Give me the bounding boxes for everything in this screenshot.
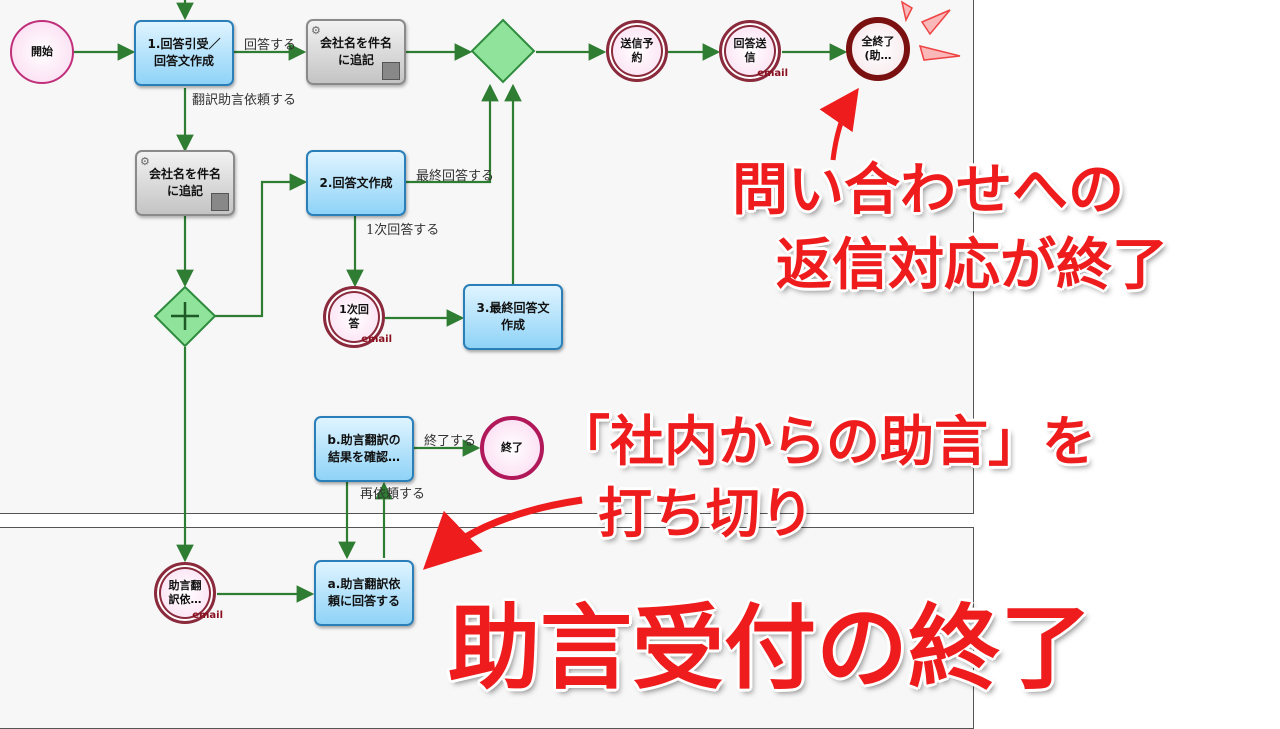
email-label: email: [361, 334, 392, 345]
calculator-icon: [211, 193, 229, 211]
annotation-arrow-cutoff: [422, 496, 583, 570]
advice-request-label: 助言翻 訳依…: [168, 579, 202, 606]
annotation-cutoff-line2: 打ち切り: [598, 482, 814, 545]
end-event[interactable]: 終了: [480, 416, 544, 480]
task-b-check-translation[interactable]: b.助言翻訳の 結果を確認…: [314, 416, 414, 482]
send-reply-event[interactable]: 回答送 信 email: [719, 20, 788, 82]
service-task-label: 会社名を件名 に追記: [319, 36, 392, 67]
flow-label-first-reply: 1次回答する: [366, 223, 440, 238]
annotation-advice-end: 助言受付の終了: [448, 595, 1093, 702]
task-a-answer-translation[interactable]: a.助言翻訳依 頼に回答する: [314, 560, 414, 626]
start-event[interactable]: 開始: [10, 20, 74, 84]
annotation-reply-done-line2: 返信対応が終了: [776, 233, 1168, 298]
service-task-label: 会社名を件名 に追記: [148, 167, 221, 198]
flow-gw2-task2: [215, 173, 308, 318]
first-reply-event[interactable]: 1次回 答 email: [323, 286, 392, 348]
first-reply-label: 1次回 答: [339, 303, 369, 330]
flow-label-final-reply: 最終回答する: [416, 169, 495, 184]
annotation-reply-done-line1: 問い合わせへの: [732, 158, 1124, 223]
flow-task2-gw1: [405, 83, 499, 184]
flow-label-reply: 回答する: [244, 38, 297, 53]
flow-label-re-request: 再依頼する: [360, 487, 426, 502]
task-1-reply-draft[interactable]: 1.回答引受／ 回答文作成: [134, 20, 234, 86]
annotation-arrow-end: [819, 87, 859, 161]
burst-icon: [900, 0, 961, 61]
gear-icon: ⚙: [311, 24, 321, 37]
advice-request-event[interactable]: 助言翻 訳依… email: [154, 562, 223, 624]
flow-label-translate-request: 翻訳助言依頼する: [192, 93, 297, 108]
email-label: email: [757, 68, 788, 79]
gear-icon: ⚙: [140, 155, 150, 168]
task-2-reply-draft[interactable]: 2.回答文作成: [306, 150, 406, 216]
send-schedule-event[interactable]: 送信予 約: [606, 20, 668, 82]
flow-label-finish: 終了する: [424, 434, 477, 449]
calculator-icon: [382, 62, 400, 80]
service-task-add-company-1[interactable]: ⚙ 会社名を件名 に追記: [306, 19, 406, 85]
gateway-parallel: [153, 285, 217, 348]
send-reply-label: 回答送 信: [733, 37, 767, 64]
email-label: email: [192, 610, 223, 621]
task-3-final-reply[interactable]: 3.最終回答文 作成: [463, 284, 563, 350]
swimlane-bottom: [0, 527, 974, 729]
gateway-exclusive: [470, 18, 536, 84]
service-task-add-company-2[interactable]: ⚙ 会社名を件名 に追記: [135, 150, 235, 216]
annotation-cutoff-line1: 「社内からの助言」を: [556, 410, 1096, 473]
end-all-event[interactable]: 全終了 (助…: [846, 17, 910, 81]
